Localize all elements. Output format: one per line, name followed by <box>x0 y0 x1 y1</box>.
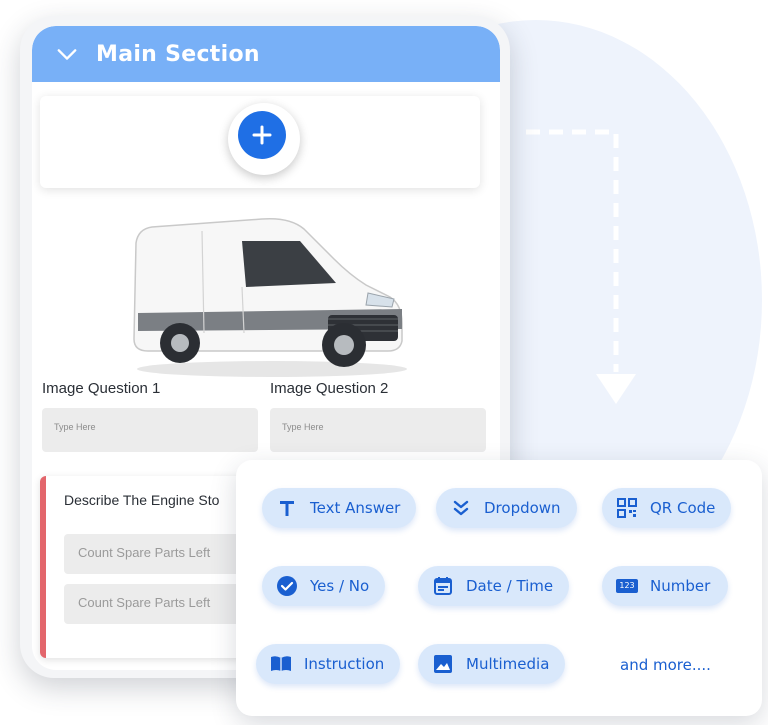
van-image <box>133 217 407 377</box>
count-spare-parts-field-1[interactable]: Count Spare Parts Left <box>64 534 264 574</box>
book-icon <box>270 653 292 675</box>
chip-dropdown[interactable]: Dropdown <box>436 488 577 528</box>
text-icon <box>276 497 298 519</box>
chip-date-time[interactable]: Date / Time <box>418 566 570 606</box>
chip-instruction[interactable]: Instruction <box>256 644 401 684</box>
number-icon-text: 123 <box>616 579 638 593</box>
double-chevron-down-icon <box>450 497 472 519</box>
chip-text-answer[interactable]: Text Answer <box>262 488 417 528</box>
chip-label: Dropdown <box>484 499 561 517</box>
chip-number[interactable]: 123 Number <box>602 566 729 606</box>
calendar-icon <box>432 575 454 597</box>
add-image-card <box>40 96 480 188</box>
main-section-header[interactable]: Main Section <box>32 26 500 82</box>
chevron-down-icon[interactable] <box>56 43 78 65</box>
number-123-icon: 123 <box>616 575 638 597</box>
chip-label: Instruction <box>304 655 385 673</box>
image-question-1-input[interactable]: Type Here <box>42 408 258 452</box>
add-button[interactable] <box>238 111 286 159</box>
chip-label: Yes / No <box>310 577 370 595</box>
chip-label: Date / Time <box>466 577 554 595</box>
count-spare-parts-field-2[interactable]: Count Spare Parts Left <box>64 584 264 624</box>
chip-qr-code[interactable]: QR Code <box>602 488 732 528</box>
chip-label: QR Code <box>650 499 716 517</box>
chip-multimedia[interactable]: Multimedia <box>418 644 566 684</box>
plus-icon <box>252 125 272 145</box>
add-button-ring <box>228 103 300 175</box>
image-question-2-input[interactable]: Type Here <box>270 408 486 452</box>
chip-label: Multimedia <box>466 655 550 673</box>
image-question-1-label: Image Question 1 <box>42 380 161 397</box>
chip-yes-no[interactable]: Yes / No <box>262 566 386 606</box>
check-circle-icon <box>276 575 298 597</box>
describe-engine-title: Describe The Engine Sto <box>64 492 220 508</box>
field-type-palette: Text Answer Dropdown QR Code Yes / No <box>236 460 762 716</box>
chip-label: Text Answer <box>310 499 401 517</box>
qr-code-icon <box>616 497 638 519</box>
chip-label: Number <box>650 577 711 595</box>
image-question-2-label: Image Question 2 <box>270 380 389 397</box>
and-more-link[interactable]: and more.... <box>620 656 711 674</box>
image-icon <box>432 653 454 675</box>
section-title: Main Section <box>96 41 260 67</box>
